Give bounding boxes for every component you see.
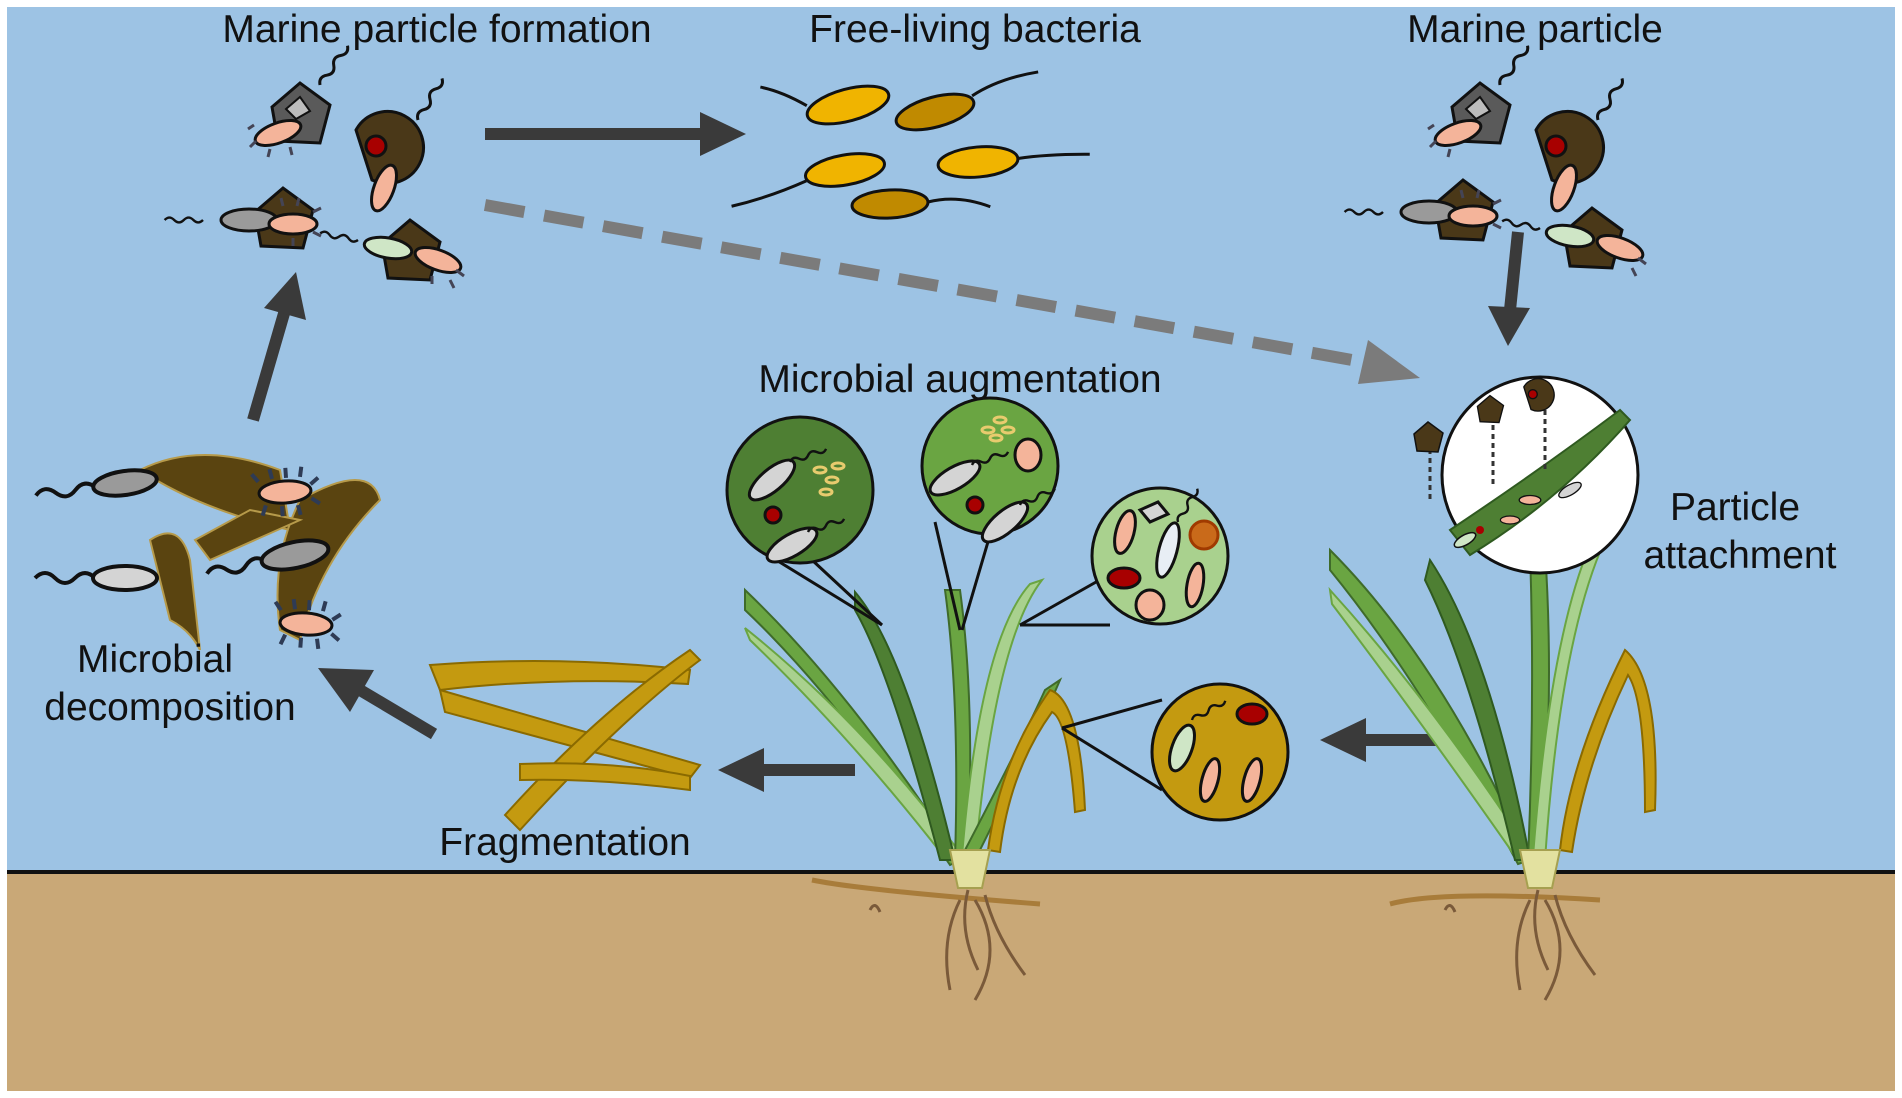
arrow-marine-particle-to-attachment: [1488, 231, 1530, 346]
figure-frame: [5, 5, 1897, 1093]
free-bacterium: [850, 188, 991, 220]
arrow-fragmentation-to-decomposition: [318, 668, 438, 740]
zoom-circle-light-green: [1019, 486, 1230, 627]
label-microbial-augmentation: Microbial augmentation: [758, 358, 1161, 401]
free-living-bacteria-group: [731, 70, 1090, 220]
label-microbial-decomposition-line2: decomposition: [44, 686, 295, 729]
free-bacterium: [731, 152, 886, 208]
arrow-dashed-formation-to-attachment: [483, 199, 1420, 384]
zoom-circle-dark-green: [725, 415, 884, 627]
free-bacterium: [760, 84, 891, 126]
sediment: [6, 872, 1896, 1092]
fragmentation-blades: [428, 648, 702, 832]
arrow-augmentation-to-fragmentation: [718, 748, 855, 792]
label-fragmentation: Fragmentation: [439, 821, 690, 864]
arrow-decomposition-to-formation: [247, 272, 306, 422]
label-particle-attachment-line1: Particle: [1670, 486, 1800, 529]
label-microbial-decomposition-line1: Microbial: [77, 638, 233, 681]
seagrass-plant-right: [1328, 538, 1657, 1001]
marine-particle-cluster: [1343, 42, 1648, 277]
particle-attachment-zoom: [1413, 375, 1640, 575]
arrow-formation-to-free-living: [485, 112, 746, 156]
zoom-circle-mid-green: [920, 396, 1060, 631]
label-marine-particle: Marine particle: [1407, 8, 1663, 51]
decomposition-bacteria: [33, 466, 342, 650]
particle-formation-cluster: [163, 42, 466, 289]
free-bacterium: [936, 145, 1090, 179]
zoom-circle-senescent: [1061, 682, 1290, 822]
free-bacterium: [894, 70, 1039, 132]
seagrass-plant-middle: [744, 578, 1087, 1001]
label-marine-particle-formation: Marine particle formation: [222, 8, 651, 51]
label-particle-attachment-line2: attachment: [1644, 534, 1837, 577]
label-free-living-bacteria: Free-living bacteria: [809, 8, 1141, 51]
